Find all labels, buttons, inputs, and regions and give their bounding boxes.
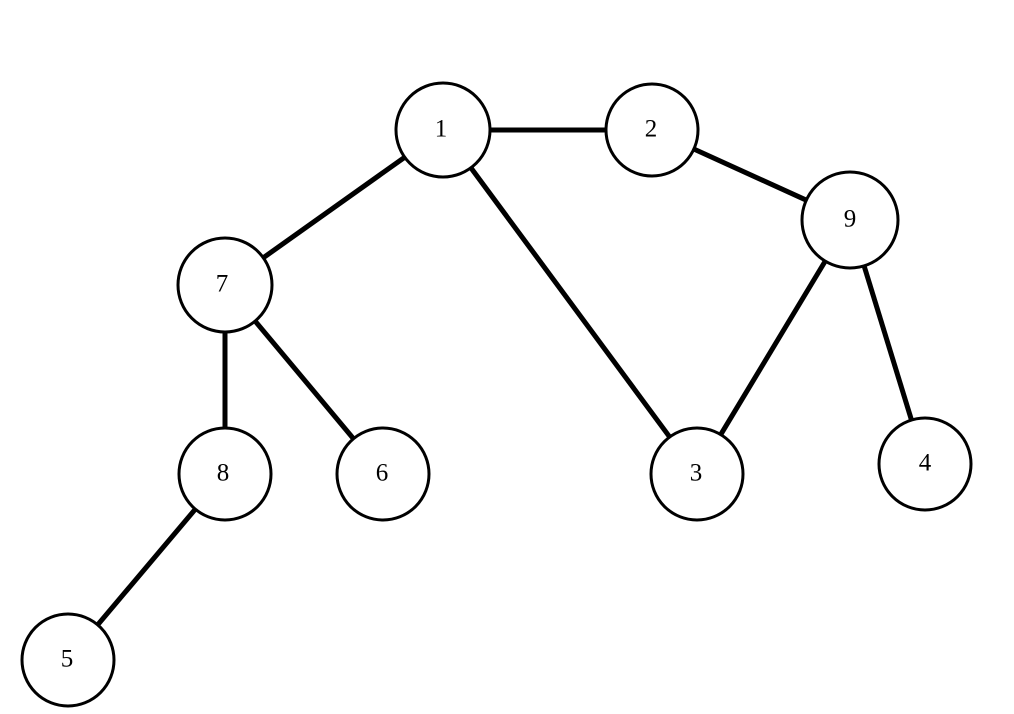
graph-node-circle-6[interactable] xyxy=(335,426,431,522)
graph-node-8[interactable]: 8 xyxy=(177,426,273,522)
graph-edge-9-4 xyxy=(861,264,915,422)
graph-node-circle-5[interactable] xyxy=(20,612,116,708)
graph-node-circle-4[interactable] xyxy=(877,416,973,512)
graph-node-circle-7[interactable] xyxy=(176,236,274,334)
graph-node-5[interactable]: 5 xyxy=(20,612,116,708)
graph-edge-2-9 xyxy=(691,146,809,203)
graph-node-9[interactable]: 9 xyxy=(800,170,900,270)
graph-node-circle-8[interactable] xyxy=(177,426,273,522)
graph-node-6[interactable]: 6 xyxy=(335,426,431,522)
graph-node-circle-1[interactable] xyxy=(394,81,492,179)
graph-node-4[interactable]: 4 xyxy=(877,416,973,512)
graph-edge-1-3 xyxy=(468,165,673,440)
graph-edge-8-5 xyxy=(95,506,198,628)
graph-edge-9-3 xyxy=(718,258,828,437)
graph-node-2[interactable]: 2 xyxy=(604,82,700,178)
graph-edge-7-6 xyxy=(252,318,357,442)
graph-edge-1-7 xyxy=(261,154,407,261)
node-layer: 1 2 3 4 5 67 8 9 xyxy=(20,81,973,708)
graph-node-circle-2[interactable] xyxy=(604,82,700,178)
graph-node-3[interactable]: 3 xyxy=(649,426,745,522)
graph-node-7[interactable]: 7 xyxy=(176,236,274,334)
graph-node-circle-9[interactable] xyxy=(800,170,900,270)
graph-node-circle-3[interactable] xyxy=(649,426,745,522)
graph-node-1[interactable]: 1 xyxy=(394,81,492,179)
edge-layer xyxy=(95,127,915,628)
